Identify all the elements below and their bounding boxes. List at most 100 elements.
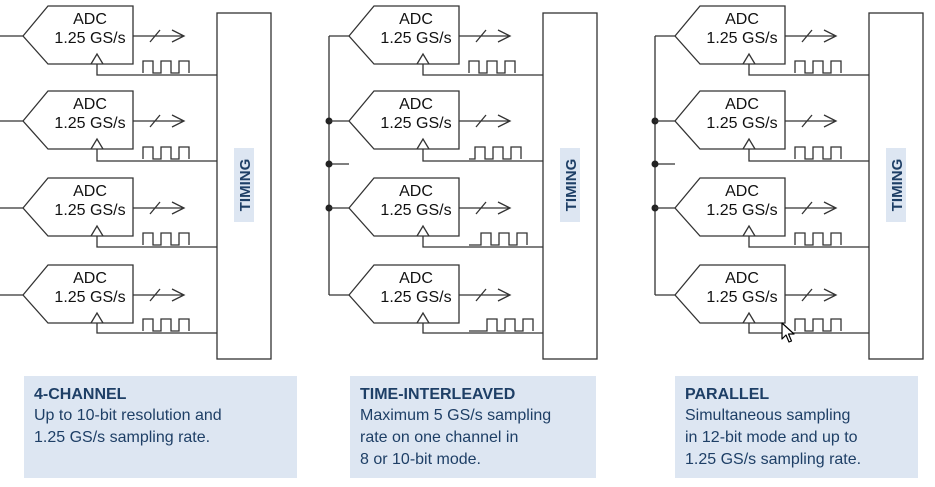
card-title: 4-CHANNEL bbox=[34, 386, 127, 403]
adc-label: ADC bbox=[725, 270, 759, 287]
clock-waveform-icon bbox=[469, 146, 522, 160]
clock-input-icon bbox=[416, 311, 430, 324]
clock-waveform-icon bbox=[794, 146, 842, 160]
timing-label-background bbox=[234, 148, 254, 222]
output-arrow-icon bbox=[171, 288, 186, 302]
clock-input-icon bbox=[416, 52, 430, 65]
adc-label: ADC bbox=[725, 96, 759, 113]
clock-line bbox=[96, 64, 217, 76]
bus-slash-icon bbox=[801, 288, 813, 302]
adc-rate-label: 1.25 GS/s bbox=[54, 115, 125, 132]
clock-line bbox=[748, 236, 869, 248]
bus-slash-icon bbox=[149, 29, 161, 43]
adc-block bbox=[348, 264, 460, 324]
output-arrow-icon bbox=[823, 29, 838, 43]
adc-label: ADC bbox=[73, 183, 107, 200]
adc-block bbox=[22, 177, 134, 237]
mouse-pointer-icon bbox=[781, 322, 795, 343]
adc-rate-label: 1.25 GS/s bbox=[706, 289, 777, 306]
clock-line bbox=[748, 323, 869, 334]
adc-block bbox=[348, 5, 460, 65]
adc-label: ADC bbox=[73, 11, 107, 28]
adc-channel: ADC 1.25 GS/s bbox=[329, 177, 543, 248]
output-arrow-icon bbox=[497, 288, 512, 302]
adc-label: ADC bbox=[73, 270, 107, 287]
adc-rate-label: 1.25 GS/s bbox=[380, 202, 451, 219]
clock-line bbox=[748, 64, 869, 76]
card-parallel: PARALLEL Simultaneous sampling in 12-bit… bbox=[675, 376, 918, 478]
clock-line bbox=[748, 149, 869, 162]
clock-waveform-icon bbox=[794, 318, 842, 332]
clock-waveform-icon bbox=[469, 318, 534, 332]
output-arrow-icon bbox=[497, 29, 512, 43]
timing-label: TIMING bbox=[237, 159, 254, 212]
adc-block bbox=[674, 5, 786, 65]
junction-dot bbox=[325, 160, 333, 168]
adc-channel: ADC 1.25 GS/s bbox=[655, 177, 869, 248]
output-arrow-icon bbox=[171, 201, 186, 215]
clock-waveform-icon bbox=[794, 232, 842, 246]
adc-label: ADC bbox=[73, 96, 107, 113]
adc-rate-label: 1.25 GS/s bbox=[706, 115, 777, 132]
card-four-channel: 4-CHANNEL Up to 10-bit resolution and 1.… bbox=[24, 376, 297, 478]
card-description-line: Simultaneous sampling bbox=[685, 407, 851, 424]
output-arrow-icon bbox=[823, 114, 838, 128]
adc-rate-label: 1.25 GS/s bbox=[54, 289, 125, 306]
adc-block bbox=[674, 177, 786, 237]
clock-input-icon bbox=[90, 137, 104, 150]
card-time-interleaved: TIME-INTERLEAVED Maximum 5 GS/s sampling… bbox=[350, 376, 596, 478]
clock-waveform-icon bbox=[794, 60, 842, 74]
clock-input-icon bbox=[90, 224, 104, 237]
adc-channel: ADC 1.25 GS/s bbox=[0, 90, 217, 162]
adc-rate-label: 1.25 GS/s bbox=[706, 202, 777, 219]
timing-label: TIMING bbox=[889, 159, 906, 212]
clock-waveform-icon bbox=[468, 60, 516, 74]
clock-waveform-icon bbox=[142, 232, 190, 246]
card-description-line: 8 or 10-bit mode. bbox=[360, 451, 481, 468]
clock-input-icon bbox=[742, 137, 756, 150]
bus-slash-icon bbox=[801, 201, 813, 215]
bus-slash-icon bbox=[801, 29, 813, 43]
adc-rate-label: 1.25 GS/s bbox=[54, 30, 125, 47]
adc-block bbox=[674, 90, 786, 150]
clock-input-icon bbox=[742, 224, 756, 237]
adc-block bbox=[348, 177, 460, 237]
adc-label: ADC bbox=[399, 183, 433, 200]
adc-block bbox=[22, 90, 134, 150]
output-arrow-icon bbox=[823, 201, 838, 215]
clock-input-icon bbox=[90, 311, 104, 324]
adc-block bbox=[348, 90, 460, 150]
adc-block bbox=[22, 5, 134, 65]
card-description-line: 1.25 GS/s sampling rate. bbox=[685, 451, 862, 468]
adc-channel: ADC 1.25 GS/s bbox=[655, 264, 869, 334]
clock-line bbox=[422, 149, 543, 162]
adc-channel: ADC 1.25 GS/s bbox=[0, 264, 217, 334]
card-description-line: 1.25 GS/s sampling rate. bbox=[34, 429, 211, 446]
output-arrow-icon bbox=[171, 114, 186, 128]
output-arrow-icon bbox=[497, 201, 512, 215]
clock-line bbox=[422, 64, 543, 76]
clock-input-icon bbox=[416, 224, 430, 237]
bus-slash-icon bbox=[149, 114, 161, 128]
clock-input-icon bbox=[416, 137, 430, 150]
timing-label: TIMING bbox=[563, 159, 580, 212]
adc-label: ADC bbox=[725, 183, 759, 200]
clock-line bbox=[96, 149, 217, 162]
clock-line bbox=[422, 236, 543, 248]
bus-slash-icon bbox=[475, 114, 487, 128]
bus-slash-icon bbox=[475, 29, 487, 43]
card-title: TIME-INTERLEAVED bbox=[360, 386, 516, 403]
adc-rate-label: 1.25 GS/s bbox=[380, 30, 451, 47]
timing-label-background bbox=[886, 148, 906, 222]
clock-line bbox=[96, 323, 217, 334]
bus-slash-icon bbox=[475, 288, 487, 302]
card-description-line: Up to 10-bit resolution and bbox=[34, 407, 222, 424]
